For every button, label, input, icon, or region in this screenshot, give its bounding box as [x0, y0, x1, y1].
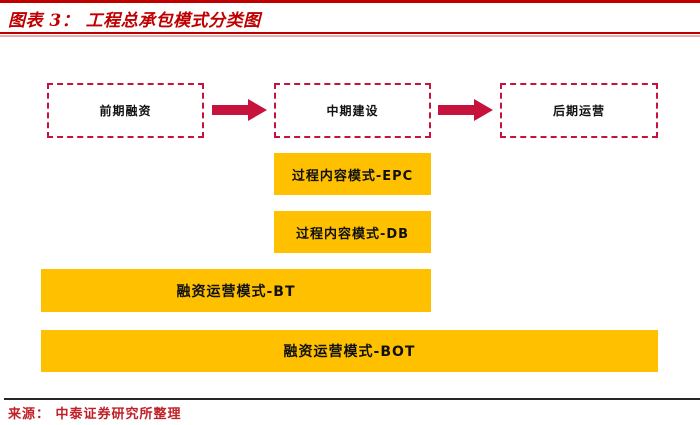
- figure-title: 图表 3： 工程总承包模式分类图: [8, 11, 261, 31]
- mode-bar-db: 过程内容模式-DB: [274, 211, 431, 253]
- footer-rule: [4, 398, 700, 400]
- top-rule: [0, 0, 700, 3]
- stage-label: 后期运营: [552, 104, 605, 118]
- stage-label: 前期融资: [99, 104, 152, 118]
- mode-bar-label: 过程内容模式-DB: [295, 226, 410, 242]
- stage-box-early-financing: 前期融资: [47, 83, 204, 138]
- title-underline-light: [0, 35, 700, 37]
- stage-label: 中期建设: [326, 104, 379, 118]
- mode-bar-label: 融资运营模式-BOT: [283, 344, 416, 360]
- mode-bar-bt: 融资运营模式-BT: [41, 269, 431, 312]
- source-note: 来源： 中泰证券研究所整理: [8, 407, 182, 422]
- title-underline-dark: [0, 32, 700, 34]
- arrow-right-icon: [212, 99, 267, 121]
- mode-bar-bot: 融资运营模式-BOT: [41, 330, 658, 372]
- arrow-right-icon: [438, 99, 493, 121]
- mode-bar-label: 过程内容模式-EPC: [291, 168, 414, 184]
- stage-box-late-operation: 后期运营: [500, 83, 658, 138]
- stage-box-mid-construction: 中期建设: [274, 83, 431, 138]
- mode-bar-label: 融资运营模式-BT: [176, 283, 296, 300]
- mode-bar-epc: 过程内容模式-EPC: [274, 153, 431, 195]
- title-underline: [0, 32, 700, 37]
